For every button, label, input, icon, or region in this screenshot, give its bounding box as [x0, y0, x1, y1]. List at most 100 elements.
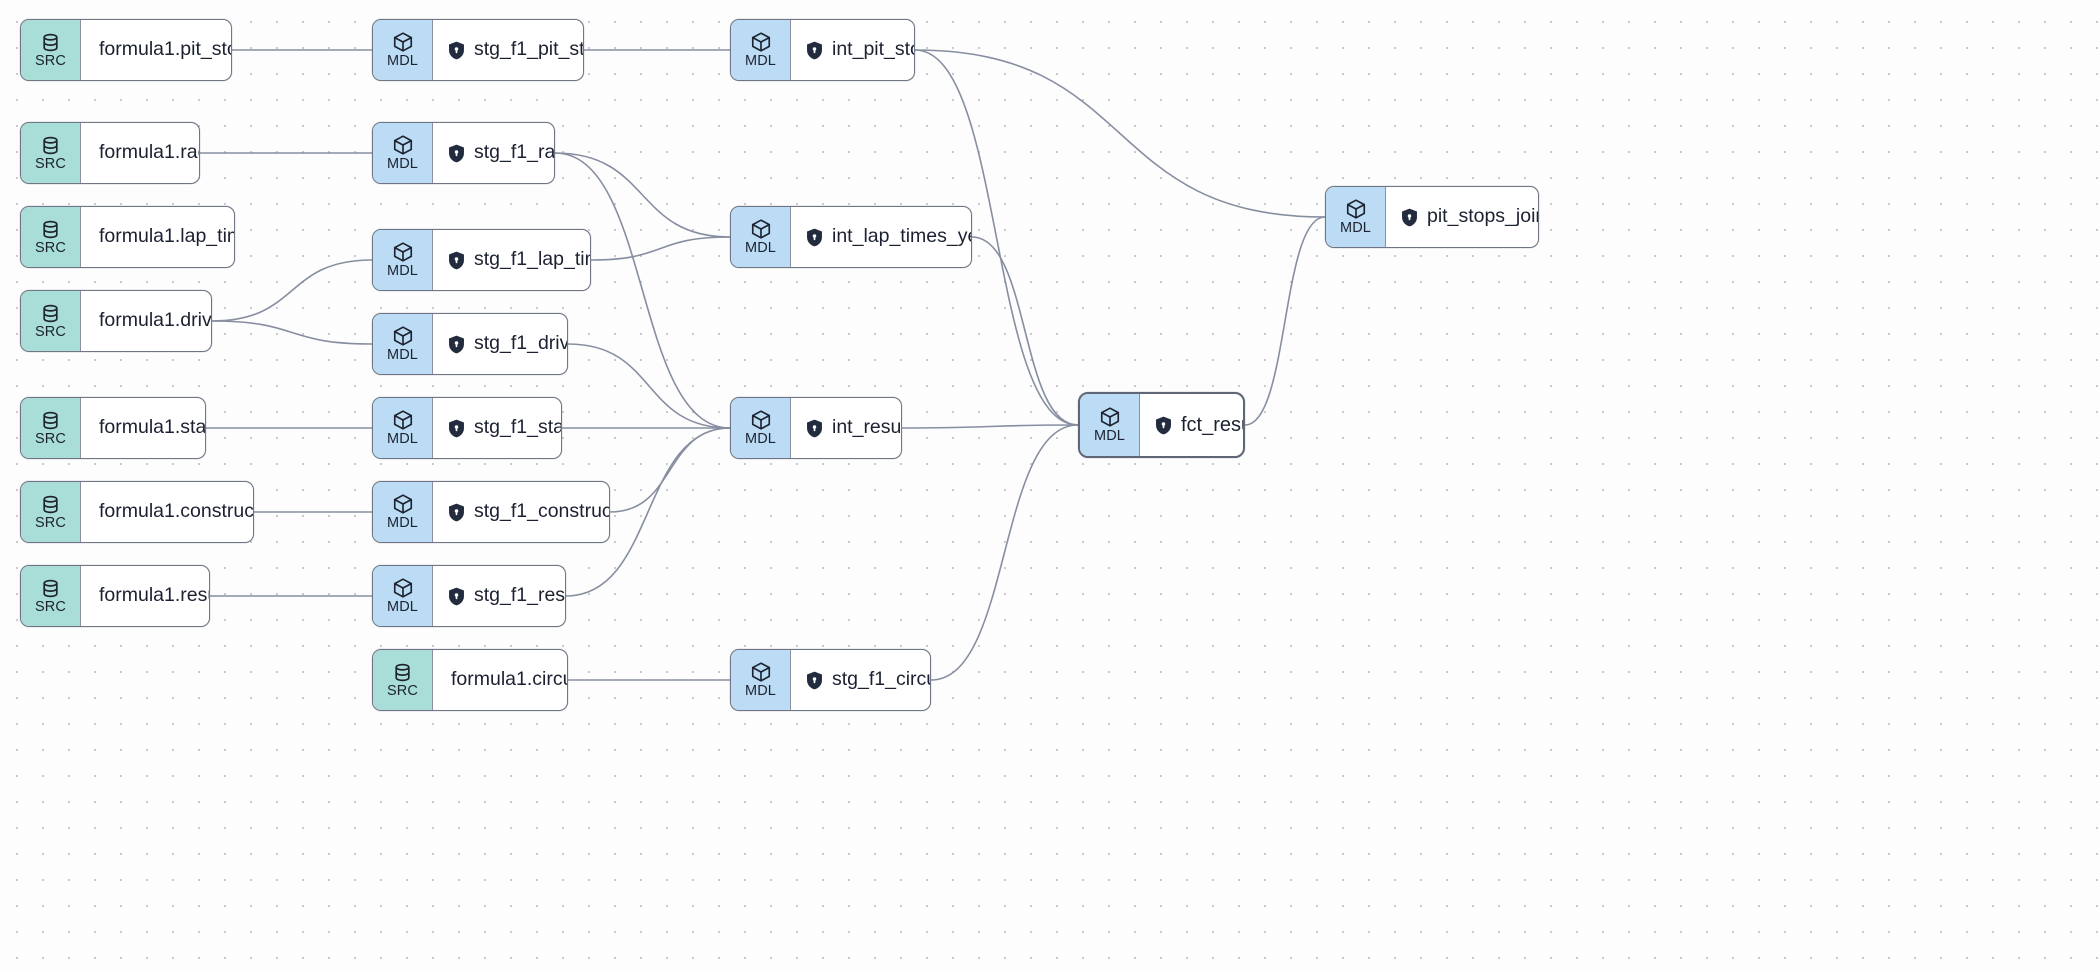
- node-badge-model: MDL: [731, 398, 791, 458]
- node-label: stg_f1_status: [474, 416, 561, 439]
- node-body: stg_f1_races: [433, 123, 555, 183]
- node-label: stg_f1_drivers: [474, 332, 567, 355]
- node-badge-model: MDL: [731, 20, 791, 80]
- node-body: stg_f1_status: [433, 398, 561, 458]
- dag-node-pit_stops_joined[interactable]: MDL pit_stops_joined: [1325, 186, 1539, 248]
- dag-node-int_results[interactable]: MDL int_results: [730, 397, 902, 459]
- badge-label: MDL: [1094, 428, 1125, 445]
- badge-label: SRC: [35, 155, 66, 172]
- shield-lock-icon: [449, 587, 464, 605]
- cube-icon: [393, 494, 412, 514]
- badge-label: MDL: [387, 53, 418, 70]
- shield-lock-icon: [807, 671, 822, 689]
- cube-icon: [751, 219, 770, 239]
- node-body: stg_f1_results: [433, 566, 565, 626]
- node-body: formula1.pit_stops: [81, 20, 231, 80]
- edge-int_pit_stops-to-pit_stops_joined: [914, 49, 1326, 218]
- shield-lock-icon: [449, 419, 464, 437]
- edge-fct_results-to-pit_stops_joined: [1244, 216, 1326, 426]
- badge-label: SRC: [35, 430, 66, 447]
- cube-icon: [751, 662, 770, 682]
- node-badge-model: MDL: [731, 207, 791, 267]
- node-label: formula1.races: [99, 141, 199, 164]
- shield-lock-icon: [449, 335, 464, 353]
- shield-lock-icon: [807, 419, 822, 437]
- cube-icon: [393, 410, 412, 430]
- shield-lock-icon: [1156, 416, 1171, 434]
- database-icon: [43, 304, 58, 322]
- node-body: int_results: [791, 398, 901, 458]
- node-body: int_pit_stops: [791, 20, 914, 80]
- node-body: fct_results: [1140, 394, 1243, 456]
- cube-icon: [393, 242, 412, 262]
- edge-stg_lap_times-to-int_lap_times_years: [590, 236, 731, 261]
- badge-label: MDL: [745, 53, 776, 70]
- node-label: formula1.status: [99, 416, 206, 439]
- badge-label: MDL: [387, 347, 418, 364]
- badge-label: MDL: [745, 240, 776, 257]
- database-icon: [43, 220, 58, 238]
- node-label: stg_f1_lap_times: [474, 248, 590, 271]
- badge-label: MDL: [387, 599, 418, 616]
- dag-node-src_races[interactable]: SRC formula1.races: [20, 122, 200, 184]
- node-label: formula1.constructors: [99, 500, 254, 523]
- cube-icon: [751, 410, 770, 430]
- dag-node-src_circuits[interactable]: SRC formula1.circuits: [372, 649, 568, 711]
- node-badge-source: SRC: [21, 20, 81, 80]
- dag-node-stg_pit_stops[interactable]: MDL stg_f1_pit_stops: [372, 19, 584, 81]
- badge-label: SRC: [387, 682, 418, 699]
- node-label: formula1.circuits: [451, 668, 567, 691]
- edge-src_drivers-to-stg_lap_times: [211, 259, 373, 322]
- edge-stg_circuits-to-fct_results: [930, 424, 1079, 681]
- dag-node-int_lap_times_years[interactable]: MDL int_lap_times_years: [730, 206, 972, 268]
- node-body: stg_f1_lap_times: [433, 230, 590, 290]
- node-badge-source: SRC: [21, 207, 81, 267]
- dag-node-stg_drivers[interactable]: MDL stg_f1_drivers: [372, 313, 568, 375]
- shield-lock-icon: [449, 41, 464, 59]
- node-label: stg_f1_constructors: [474, 500, 609, 523]
- database-icon: [43, 579, 58, 597]
- node-badge-source: SRC: [21, 123, 81, 183]
- node-label: formula1.results: [99, 584, 209, 607]
- node-label: pit_stops_joined: [1427, 205, 1538, 228]
- node-label: stg_f1_races: [474, 141, 555, 164]
- badge-label: SRC: [35, 239, 66, 256]
- node-badge-model: MDL: [1326, 187, 1386, 247]
- dag-node-int_pit_stops[interactable]: MDL int_pit_stops: [730, 19, 915, 81]
- badge-label: MDL: [745, 683, 776, 700]
- dag-node-stg_results[interactable]: MDL stg_f1_results: [372, 565, 566, 627]
- dag-node-stg_status[interactable]: MDL stg_f1_status: [372, 397, 562, 459]
- badge-label: MDL: [745, 431, 776, 448]
- edge-int_results-to-fct_results: [901, 424, 1079, 429]
- node-badge-model: MDL: [373, 566, 433, 626]
- cube-icon: [1100, 407, 1119, 427]
- node-body: stg_f1_constructors: [433, 482, 609, 542]
- node-body: formula1.drivers: [81, 291, 211, 351]
- node-badge-model: MDL: [373, 20, 433, 80]
- badge-label: MDL: [387, 156, 418, 173]
- badge-label: MDL: [1340, 220, 1371, 237]
- shield-lock-icon: [449, 251, 464, 269]
- dag-node-src_lap_times[interactable]: SRC formula1.lap_times: [20, 206, 235, 268]
- dag-node-src_status[interactable]: SRC formula1.status: [20, 397, 206, 459]
- node-label: stg_f1_pit_stops: [474, 38, 583, 61]
- shield-lock-icon: [449, 144, 464, 162]
- node-badge-model: MDL: [373, 398, 433, 458]
- database-icon: [43, 411, 58, 429]
- node-label: formula1.lap_times: [99, 225, 234, 248]
- cube-icon: [751, 32, 770, 52]
- node-badge-source: SRC: [373, 650, 433, 710]
- database-icon: [43, 33, 58, 51]
- node-body: stg_f1_pit_stops: [433, 20, 583, 80]
- dag-node-stg_races[interactable]: MDL stg_f1_races: [372, 122, 555, 184]
- node-label: int_lap_times_years: [832, 225, 971, 248]
- dag-node-fct_results[interactable]: MDL fct_results: [1078, 392, 1245, 458]
